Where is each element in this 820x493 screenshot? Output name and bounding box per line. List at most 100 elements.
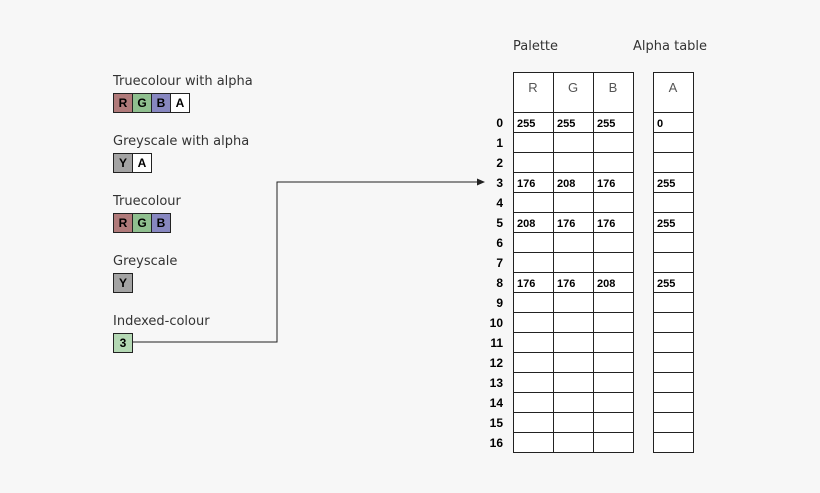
row-index-label: 7 [496, 256, 503, 270]
palette-cell [593, 332, 634, 353]
colour-type-label: Indexed-colour [113, 314, 210, 329]
row-index-label: 2 [496, 156, 503, 170]
palette-cell [593, 432, 634, 453]
palette-cell [553, 292, 594, 313]
palette-cell [553, 332, 594, 353]
row-index-label: 10 [490, 316, 504, 330]
palette-header-label: B [609, 80, 618, 95]
palette-cell [553, 312, 594, 333]
channel-box: Y [113, 273, 133, 293]
palette-cell [593, 412, 634, 433]
palette-cell [513, 312, 554, 333]
palette-cell [513, 392, 554, 413]
channel-box: A [132, 153, 152, 173]
alpha-cell [653, 312, 694, 333]
row-index-label: 16 [490, 436, 504, 450]
palette-cell [553, 432, 594, 453]
alpha-cell [653, 352, 694, 373]
palette-cell [553, 412, 594, 433]
alpha-value: 0 [657, 118, 663, 130]
channel-box: A [170, 93, 190, 113]
row-index-label: 6 [496, 236, 503, 250]
channel-box: B [151, 93, 171, 113]
palette-value: 208 [517, 218, 535, 230]
palette-header-label: R [528, 80, 537, 95]
palette-cell [593, 252, 634, 273]
palette-header-cell [593, 72, 634, 113]
sample-boxes: 3 [113, 333, 133, 353]
palette-cell [513, 412, 554, 433]
row-index-label: 14 [490, 396, 504, 410]
palette-cell [593, 152, 634, 173]
row-index-label: 13 [490, 376, 504, 390]
palette-cell [513, 192, 554, 213]
palette-cell [553, 152, 594, 173]
alpha-table: A 0 255 255 255 [653, 72, 694, 453]
alpha-cell [653, 292, 694, 313]
palette-value: 176 [517, 178, 535, 190]
row-index-label: 5 [496, 216, 503, 230]
palette-cell [593, 392, 634, 413]
palette-cell [593, 292, 634, 313]
palette-cell [513, 432, 554, 453]
palette-value: 176 [517, 278, 535, 290]
alpha-cell [653, 372, 694, 393]
palette-header-label: G [568, 80, 578, 95]
row-index-label: 0 [496, 116, 503, 130]
alpha-table-title: Alpha table [633, 39, 708, 54]
colour-type-label: Truecolour [113, 194, 181, 209]
palette-title: Palette [513, 39, 559, 54]
palette-cell [593, 352, 634, 373]
alpha-value: 255 [657, 278, 675, 290]
palette-cell [513, 132, 554, 153]
sample-boxes: Y [113, 273, 133, 293]
alpha-cell [653, 392, 694, 413]
colour-type-label: Truecolour with alpha [113, 74, 253, 89]
alpha-cell [653, 132, 694, 153]
palette-value: 208 [557, 178, 575, 190]
alpha-cell [653, 332, 694, 353]
palette-value: 176 [597, 218, 615, 230]
palette-cell [513, 352, 554, 373]
palette-cell [513, 372, 554, 393]
palette-cell [513, 232, 554, 253]
palette-value: 176 [557, 218, 575, 230]
palette-cell [553, 232, 594, 253]
row-index-label: 15 [490, 416, 504, 430]
palette-cell [593, 132, 634, 153]
palette-cell [593, 232, 634, 253]
colour-type-label: Greyscale with alpha [113, 134, 250, 149]
alpha-cell [653, 252, 694, 273]
alpha-cell [653, 152, 694, 173]
palette-cell [593, 312, 634, 333]
alpha-header-label: A [669, 80, 678, 95]
row-index-label: 3 [496, 176, 503, 190]
palette-value: 208 [597, 278, 615, 290]
palette-cell [513, 152, 554, 173]
palette-cell [513, 252, 554, 273]
channel-box: B [151, 213, 171, 233]
palette-header-cell [513, 72, 554, 113]
palette-cell [513, 332, 554, 353]
palette-value: 176 [597, 178, 615, 190]
alpha-cell [653, 412, 694, 433]
palette-value: 255 [557, 118, 575, 130]
alpha-cell [653, 232, 694, 253]
alpha-cell [653, 192, 694, 213]
row-index-label: 11 [490, 336, 503, 350]
palette-cell [513, 292, 554, 313]
palette-cell [553, 132, 594, 153]
row-index-label: 9 [496, 296, 503, 310]
alpha-value: 255 [657, 178, 675, 190]
palette-cell [593, 372, 634, 393]
colour-type-label: Greyscale [113, 254, 178, 269]
palette-cell [593, 192, 634, 213]
palette-value: 255 [517, 118, 535, 130]
palette-value: 176 [557, 278, 575, 290]
alpha-value: 255 [657, 218, 675, 230]
